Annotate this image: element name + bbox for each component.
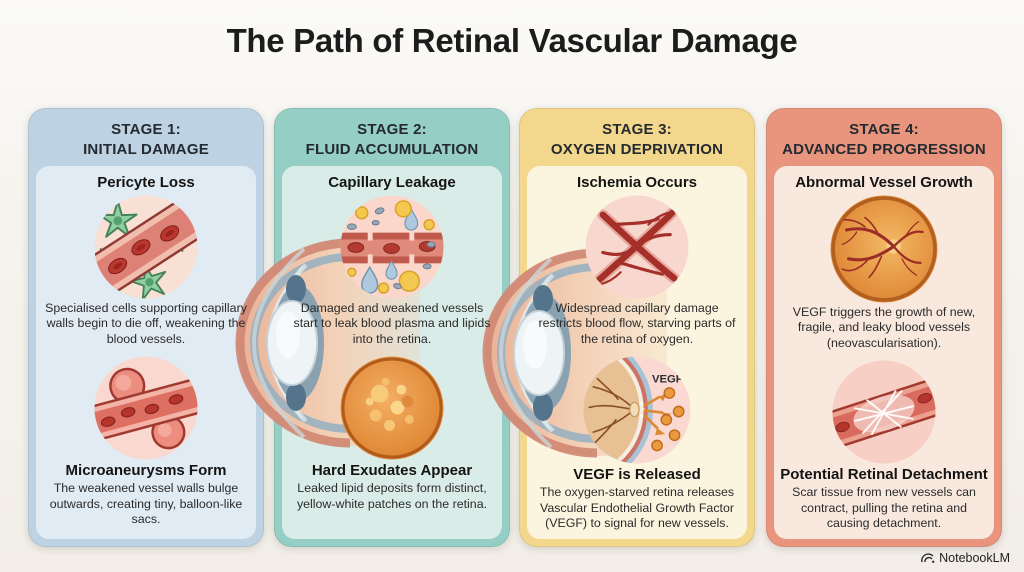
damaged-capillary-network-illustration (533, 195, 741, 299)
stage-4-header-line1: STAGE 4: (849, 121, 919, 138)
section-description: Widespread capillary damage restricts bl… (538, 301, 736, 346)
stage-4-body: Abnormal Vessel Growth (774, 166, 994, 539)
stage-1-body: Pericyte Loss (36, 166, 256, 539)
section-description: The weakened vessel walls bulge outwards… (49, 481, 243, 526)
section-heading: Potential Retinal Detachment (780, 466, 988, 484)
neovascular-fundus-illustration (780, 195, 988, 303)
stage-3-body: Ischemia Occurs Widespread (527, 166, 747, 539)
stage-3-header: STAGE 3: OXYGEN DEPRIVATION (520, 109, 754, 159)
section-description: Specialised cells supporting capillary w… (45, 301, 247, 346)
section-description: Scar tissue from new vessels can contrac… (792, 485, 976, 530)
section-description: Damaged and weakened vessels start to le… (293, 301, 491, 346)
stage-4-header-line2: ADVANCED PROGRESSION (782, 140, 986, 158)
stage-2-header: STAGE 2: FLUID ACCUMULATION (275, 109, 509, 159)
vegf-label: VEGF (652, 374, 683, 386)
stage-3-header-line2: OXYGEN DEPRIVATION (550, 140, 724, 158)
stage-1-header-line1: STAGE 1: (111, 121, 181, 138)
watermark: NotebookLM (921, 551, 1010, 565)
section-description: VEGF triggers the growth of new, fragile… (792, 305, 976, 350)
section-heading: Capillary Leakage (328, 174, 456, 191)
stage-1-header: STAGE 1: INITIAL DAMAGE (29, 109, 263, 159)
pericyte-capillary-illustration (42, 195, 250, 299)
vegf-release-illustration: VEGF (533, 356, 741, 464)
page-title: The Path of Retinal Vascular Damage (226, 22, 798, 59)
section-heading: VEGF is Released (573, 466, 701, 484)
stage-4-header: STAGE 4: ADVANCED PROGRESSION (767, 109, 1001, 159)
section-description: Leaked lipid deposits form distinct, yel… (296, 481, 488, 511)
section-heading: Hard Exudates Appear (311, 462, 473, 480)
stage-3-header-line1: STAGE 3: (602, 121, 672, 138)
stage-2-panel: STAGE 2: FLUID ACCUMULATION Capillary Le… (274, 108, 510, 547)
section-heading: Microaneurysms Form (65, 462, 227, 480)
retinal-scar-traction-illustration (780, 360, 988, 464)
stage-3-panel: STAGE 3: OXYGEN DEPRIVATION Ischemia Occ… (519, 108, 755, 547)
stage-1-header-line2: INITIAL DAMAGE (83, 140, 209, 158)
microaneurysm-vessel-illustration (42, 356, 250, 460)
leaking-capillary-illustration (288, 195, 496, 299)
section-description: The oxygen-starved retina releases Vascu… (539, 485, 735, 530)
watermark-label: NotebookLM (939, 551, 1010, 565)
stage-2-header-line2: FLUID ACCUMULATION (305, 140, 479, 158)
stage-2-body: Capillary Leakage (282, 166, 502, 539)
hard-exudates-retina-illustration (288, 356, 496, 460)
stage-4-panel: STAGE 4: ADVANCED PROGRESSION Abnormal V… (766, 108, 1002, 547)
notebooklm-logo-icon (921, 553, 935, 563)
section-heading: Ischemia Occurs (576, 174, 698, 191)
stage-1-panel: STAGE 1: INITIAL DAMAGE Pericyte Loss (28, 108, 264, 547)
section-heading: Pericyte Loss (97, 174, 195, 191)
stage-2-header-line1: STAGE 2: (357, 121, 427, 138)
section-heading: Abnormal Vessel Growth (795, 174, 973, 191)
